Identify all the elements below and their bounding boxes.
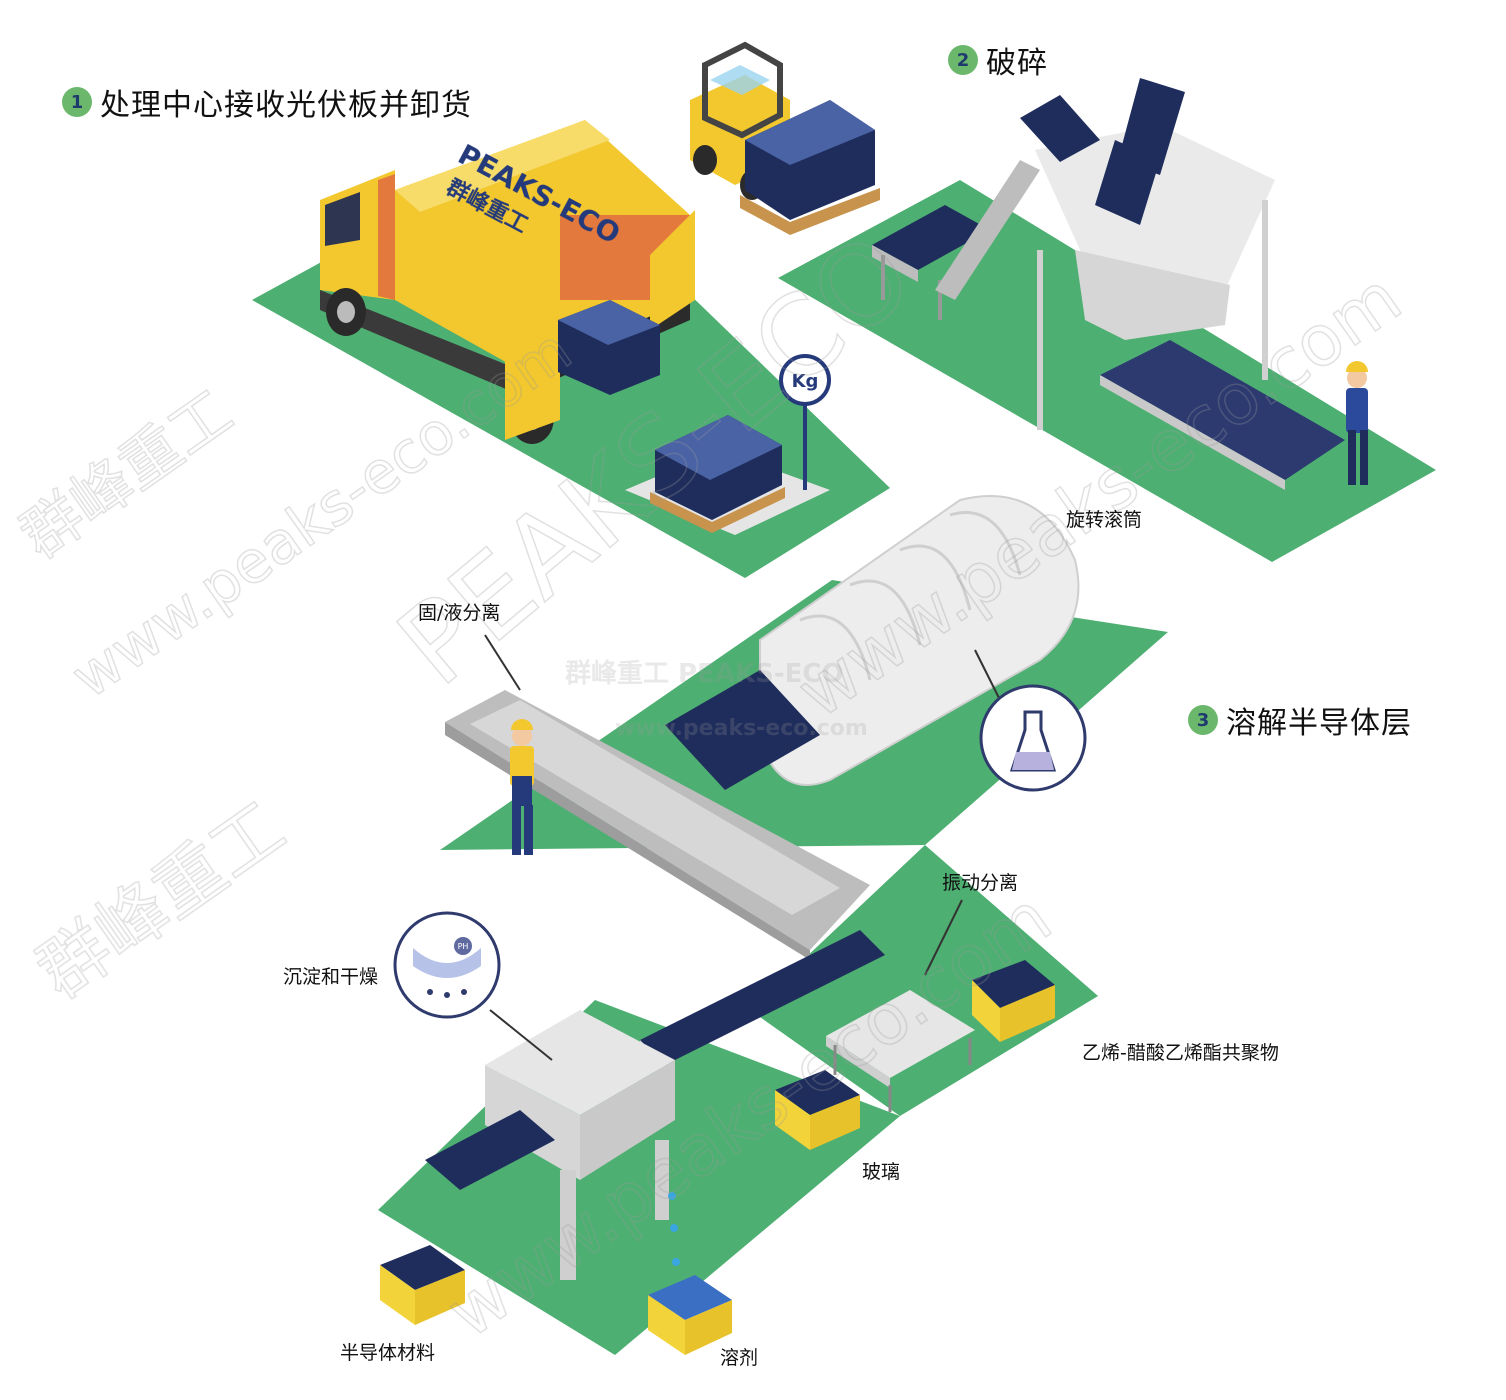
label-solvent: 溶剂 bbox=[720, 1347, 759, 1369]
watermark-center-cn: 群峰重工 PEAKS-ECO bbox=[564, 659, 844, 689]
flask-icon bbox=[974, 649, 1087, 792]
pallet-on-scale: Kg bbox=[625, 354, 831, 535]
screw-separator bbox=[445, 690, 870, 960]
watermark-bottom-cn: 群峰重工 bbox=[23, 786, 299, 1014]
step-2-badge: 2 bbox=[948, 45, 978, 75]
label-vibration-separation: 振动分离 bbox=[942, 872, 1019, 894]
step-3-title: 溶解半导体层 bbox=[1226, 706, 1412, 741]
watermark-left-cn: 群峰重工 bbox=[8, 377, 245, 572]
step-2-title: 破碎 bbox=[986, 46, 1048, 81]
step-1-title: 处理中心接收光伏板并卸货 bbox=[100, 88, 472, 123]
label-sedimentation-drying: 沉淀和干燥 bbox=[283, 966, 379, 988]
ph-tag-text: PH bbox=[458, 942, 469, 951]
scale-sign-text: Kg bbox=[792, 371, 819, 392]
scale-icon bbox=[779, 354, 831, 406]
label-eva: 乙烯-醋酸乙烯酯共聚物 bbox=[1082, 1042, 1279, 1064]
bin-glass bbox=[775, 1070, 860, 1150]
bin-eva bbox=[972, 960, 1055, 1042]
label-solid-liquid-separation: 固/液分离 bbox=[418, 602, 501, 624]
watermark-center-url: www.peaks-eco.com bbox=[615, 716, 868, 741]
crusher bbox=[872, 78, 1345, 490]
leader-vibration bbox=[924, 899, 963, 976]
ph-icon: PH bbox=[393, 911, 553, 1061]
step-3-badge: 3 bbox=[1188, 705, 1218, 735]
label-glass: 玻璃 bbox=[862, 1161, 901, 1183]
step-1-badge: 1 bbox=[62, 87, 92, 117]
bin-solvent bbox=[648, 1275, 732, 1355]
leader-solid-liquid bbox=[484, 634, 521, 691]
step-1-heading: 1 处理中心接收光伏板并卸货 bbox=[62, 80, 472, 124]
vibration-table bbox=[826, 990, 975, 1112]
sedimentation-dryer bbox=[425, 1010, 680, 1280]
worker-crushing bbox=[1346, 361, 1368, 485]
watermark-center: 群峰重工 PEAKS-ECO www.peaks-eco.com bbox=[564, 659, 868, 741]
bin-semiconductor bbox=[380, 1245, 465, 1325]
rotating-drum bbox=[665, 495, 1080, 790]
step-2-heading: 2 破碎 bbox=[948, 38, 1048, 82]
forklift bbox=[690, 41, 880, 235]
label-semiconductor: 半导体材料 bbox=[340, 1342, 436, 1364]
step-3-heading: 3 溶解半导体层 bbox=[1188, 698, 1412, 742]
label-rotating-drum: 旋转滚筒 bbox=[1066, 509, 1143, 531]
delivery-truck bbox=[320, 120, 695, 444]
worker-separator bbox=[510, 719, 534, 855]
